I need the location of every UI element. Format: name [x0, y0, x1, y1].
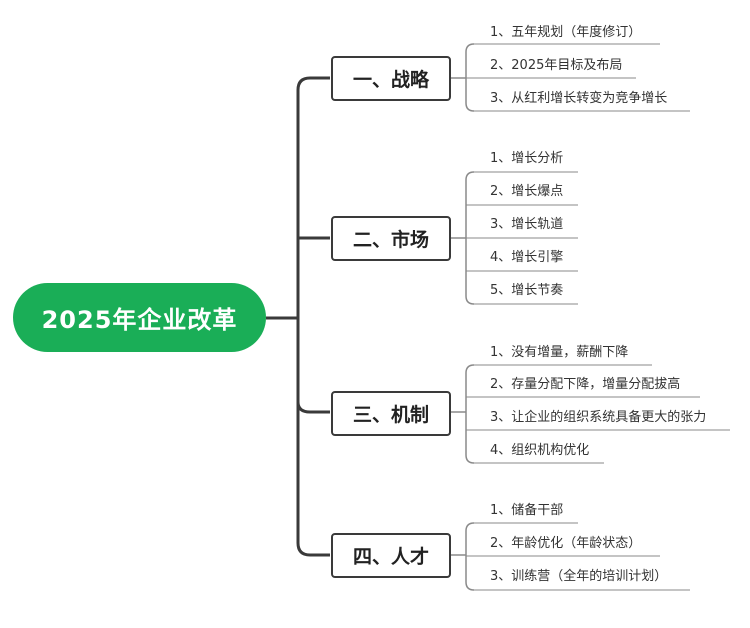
leaf-item[interactable]: 2、存量分配下降，增量分配拔高: [490, 377, 681, 392]
root-title: 2025年企业改革: [41, 306, 238, 334]
trunk-line: [296, 76, 330, 557]
leaf-item[interactable]: 2、2025年目标及布局: [490, 58, 623, 73]
branch-talent[interactable]: 四、人才: [331, 533, 451, 578]
root-topic[interactable]: 2025年企业改革: [13, 283, 266, 352]
branch-title: 一、战略: [352, 69, 429, 91]
leaf-item[interactable]: 1、储备干部: [490, 503, 564, 518]
leaf-item[interactable]: 5、增长节奏: [490, 283, 564, 298]
leaf-item[interactable]: 1、五年规划（年度修订）: [490, 25, 642, 40]
leaf-item[interactable]: 3、让企业的组织系统具备更大的张力: [490, 410, 707, 425]
leaf-item[interactable]: 1、增长分析: [490, 151, 564, 166]
leaf-item[interactable]: 4、增长引擎: [490, 250, 564, 265]
leaf-item[interactable]: 3、增长轨道: [490, 217, 564, 232]
leaf-bracket-mechanism: [451, 364, 475, 464]
branch-title: 三、机制: [352, 404, 429, 426]
branch-connector-mechanism: [296, 401, 330, 414]
leaf-item[interactable]: 3、训练营（全年的培训计划）: [490, 569, 668, 584]
leaf-item[interactable]: 1、没有增量，薪酬下降: [490, 345, 629, 360]
leaf-item[interactable]: 3、从红利增长转变为竞争增长: [490, 91, 668, 106]
leaf-item[interactable]: 4、组织机构优化: [490, 443, 590, 458]
leaf-item[interactable]: 2、增长爆点: [490, 184, 564, 199]
branch-market[interactable]: 二、市场: [331, 216, 451, 261]
leaf-item[interactable]: 2、年龄优化（年龄状态）: [490, 536, 642, 551]
branch-title: 二、市场: [352, 229, 429, 251]
branch-title: 四、人才: [352, 546, 429, 568]
branch-mechanism[interactable]: 三、机制: [331, 391, 451, 436]
branch-strategy[interactable]: 一、战略: [331, 56, 451, 101]
